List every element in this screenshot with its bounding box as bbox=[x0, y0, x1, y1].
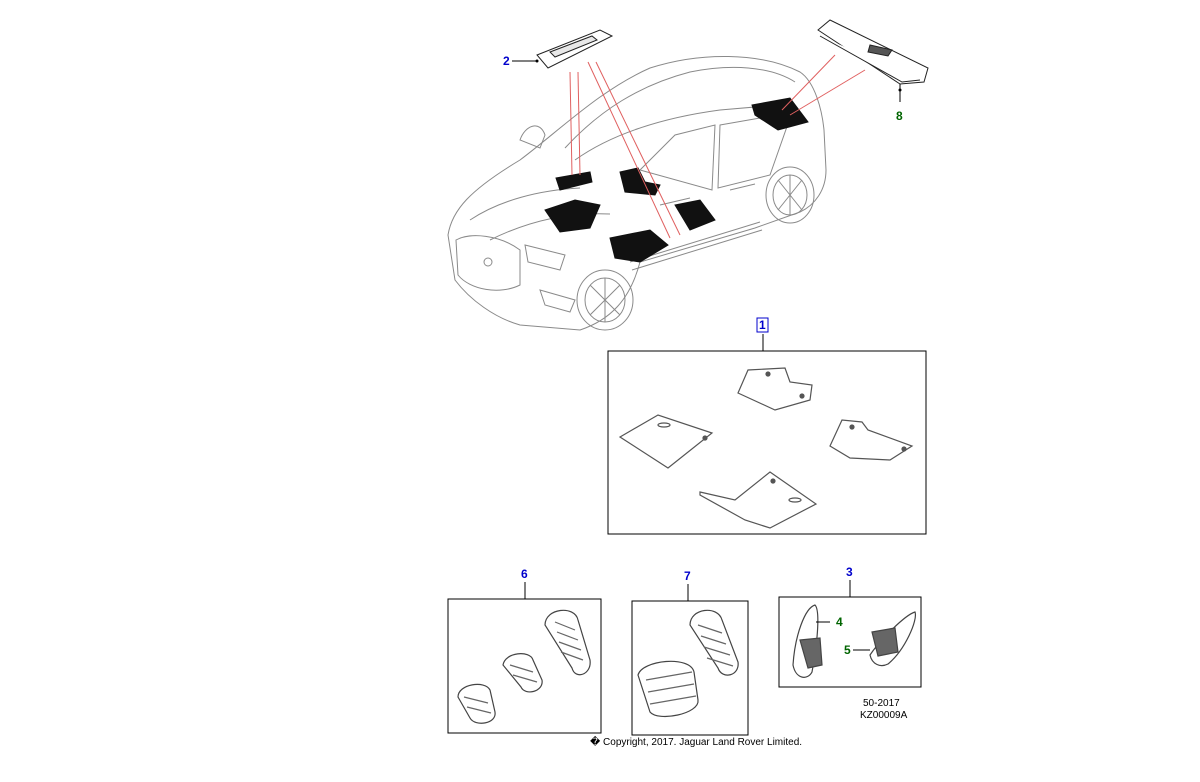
callout-1-box bbox=[756, 317, 769, 333]
copyright-notice: � Copyright, 2017. Jaguar Land Rover Lim… bbox=[590, 737, 803, 748]
boot-sill-icon bbox=[817, 19, 929, 85]
floor-mat-icon bbox=[544, 97, 809, 263]
car-outline-icon bbox=[447, 55, 827, 331]
mat-set-panel bbox=[607, 350, 927, 535]
callout-5[interactable]: 5 bbox=[844, 643, 851, 657]
paddle-shifter-icon bbox=[792, 604, 916, 678]
pedal-pad-icon bbox=[457, 609, 591, 724]
callout-3[interactable]: 3 bbox=[846, 565, 853, 579]
callout-2[interactable]: 2 bbox=[503, 54, 510, 68]
sill-plate-icon bbox=[536, 29, 614, 69]
callout-6[interactable]: 6 bbox=[521, 567, 528, 581]
leader-lines bbox=[569, 54, 866, 239]
illustration-code: KZ00009A bbox=[860, 710, 908, 721]
callout-7[interactable]: 7 bbox=[684, 569, 691, 583]
date-code: 50-2017 bbox=[863, 698, 900, 709]
callout-4[interactable]: 4 bbox=[836, 615, 843, 629]
pedal-set-7-panel bbox=[631, 600, 749, 736]
floor-mat-outlines bbox=[618, 367, 914, 529]
callout-1[interactable]: 1 bbox=[759, 318, 766, 332]
callout-8[interactable]: 8 bbox=[896, 109, 903, 123]
pedal-pad-icon bbox=[637, 609, 739, 718]
